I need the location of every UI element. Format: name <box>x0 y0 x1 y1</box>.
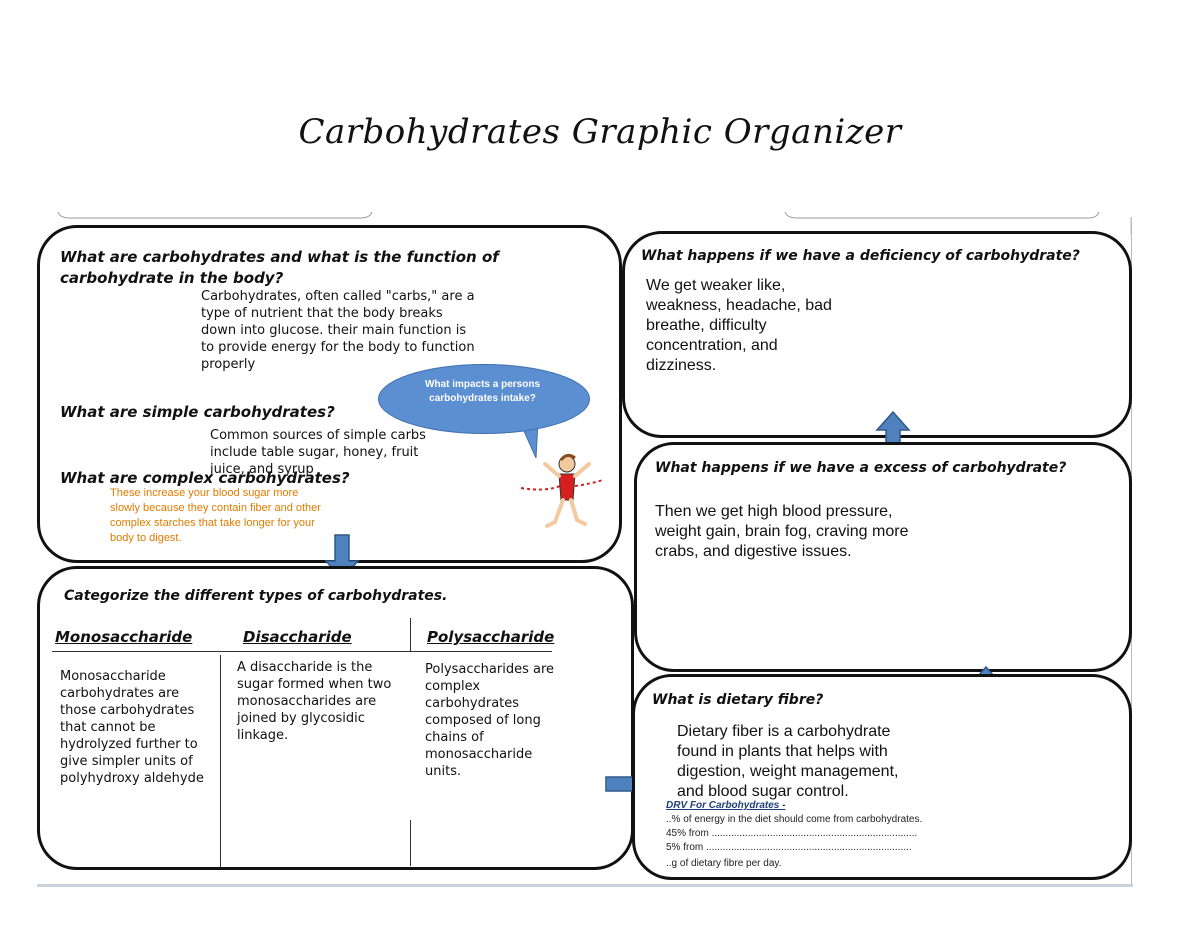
carbohydrates-function-question: What are carbohydrates and what is the f… <box>60 247 610 289</box>
disaccharide-heading: Disaccharide <box>243 628 352 646</box>
column-divider-2-top <box>410 618 411 652</box>
column-divider-1 <box>220 655 221 867</box>
deficiency-answer: We get weaker like, weakness, headache, … <box>646 276 851 376</box>
drv-line: ..g of dietary fibre per day. <box>666 857 781 871</box>
page-title: Carbohydrates Graphic Organizer <box>0 112 1200 152</box>
bottom-rule <box>37 884 1133 887</box>
dietary-fibre-question: What is dietary fibre? <box>652 690 823 711</box>
complex-carbohydrates-answer: These increase your blood sugar more slo… <box>110 486 325 546</box>
drv-line: 45% from ...............................… <box>666 827 917 841</box>
excess-question: What happens if we have a excess of carb… <box>655 458 1066 479</box>
monosaccharide-heading: Monosaccharide <box>55 628 192 646</box>
polysaccharide-description: Polysaccharides are complex carbohydrate… <box>425 661 565 780</box>
runner-illustration-icon <box>515 450 605 540</box>
monosaccharide-description: Monosaccharide carbohydrates are those c… <box>60 668 205 787</box>
drv-line: 5% from ................................… <box>666 841 912 855</box>
categorize-question: Categorize the different types of carboh… <box>64 586 447 607</box>
drv-line: ..% of energy in the diet should come fr… <box>666 813 922 827</box>
polysaccharide-heading: Polysaccharide <box>427 628 554 646</box>
simple-carbohydrates-question: What are simple carbohydrates? <box>60 402 335 423</box>
excess-answer: Then we get high blood pressure, weight … <box>655 502 920 562</box>
carbohydrates-function-answer: Carbohydrates, often called "carbs," are… <box>201 288 476 373</box>
column-divider-2-bottom <box>410 820 411 866</box>
drv-title: DRV For Carbohydrates - <box>666 799 785 813</box>
disaccharide-description: A disaccharide is the sugar formed when … <box>237 659 397 744</box>
speech-bubble-text: What impacts a persons carbohydrates int… <box>400 378 565 406</box>
deficiency-question: What happens if we have a deficiency of … <box>641 246 1080 267</box>
dietary-fibre-answer: Dietary fiber is a carbohydrate found in… <box>677 722 922 802</box>
table-header-rule <box>52 651 552 652</box>
